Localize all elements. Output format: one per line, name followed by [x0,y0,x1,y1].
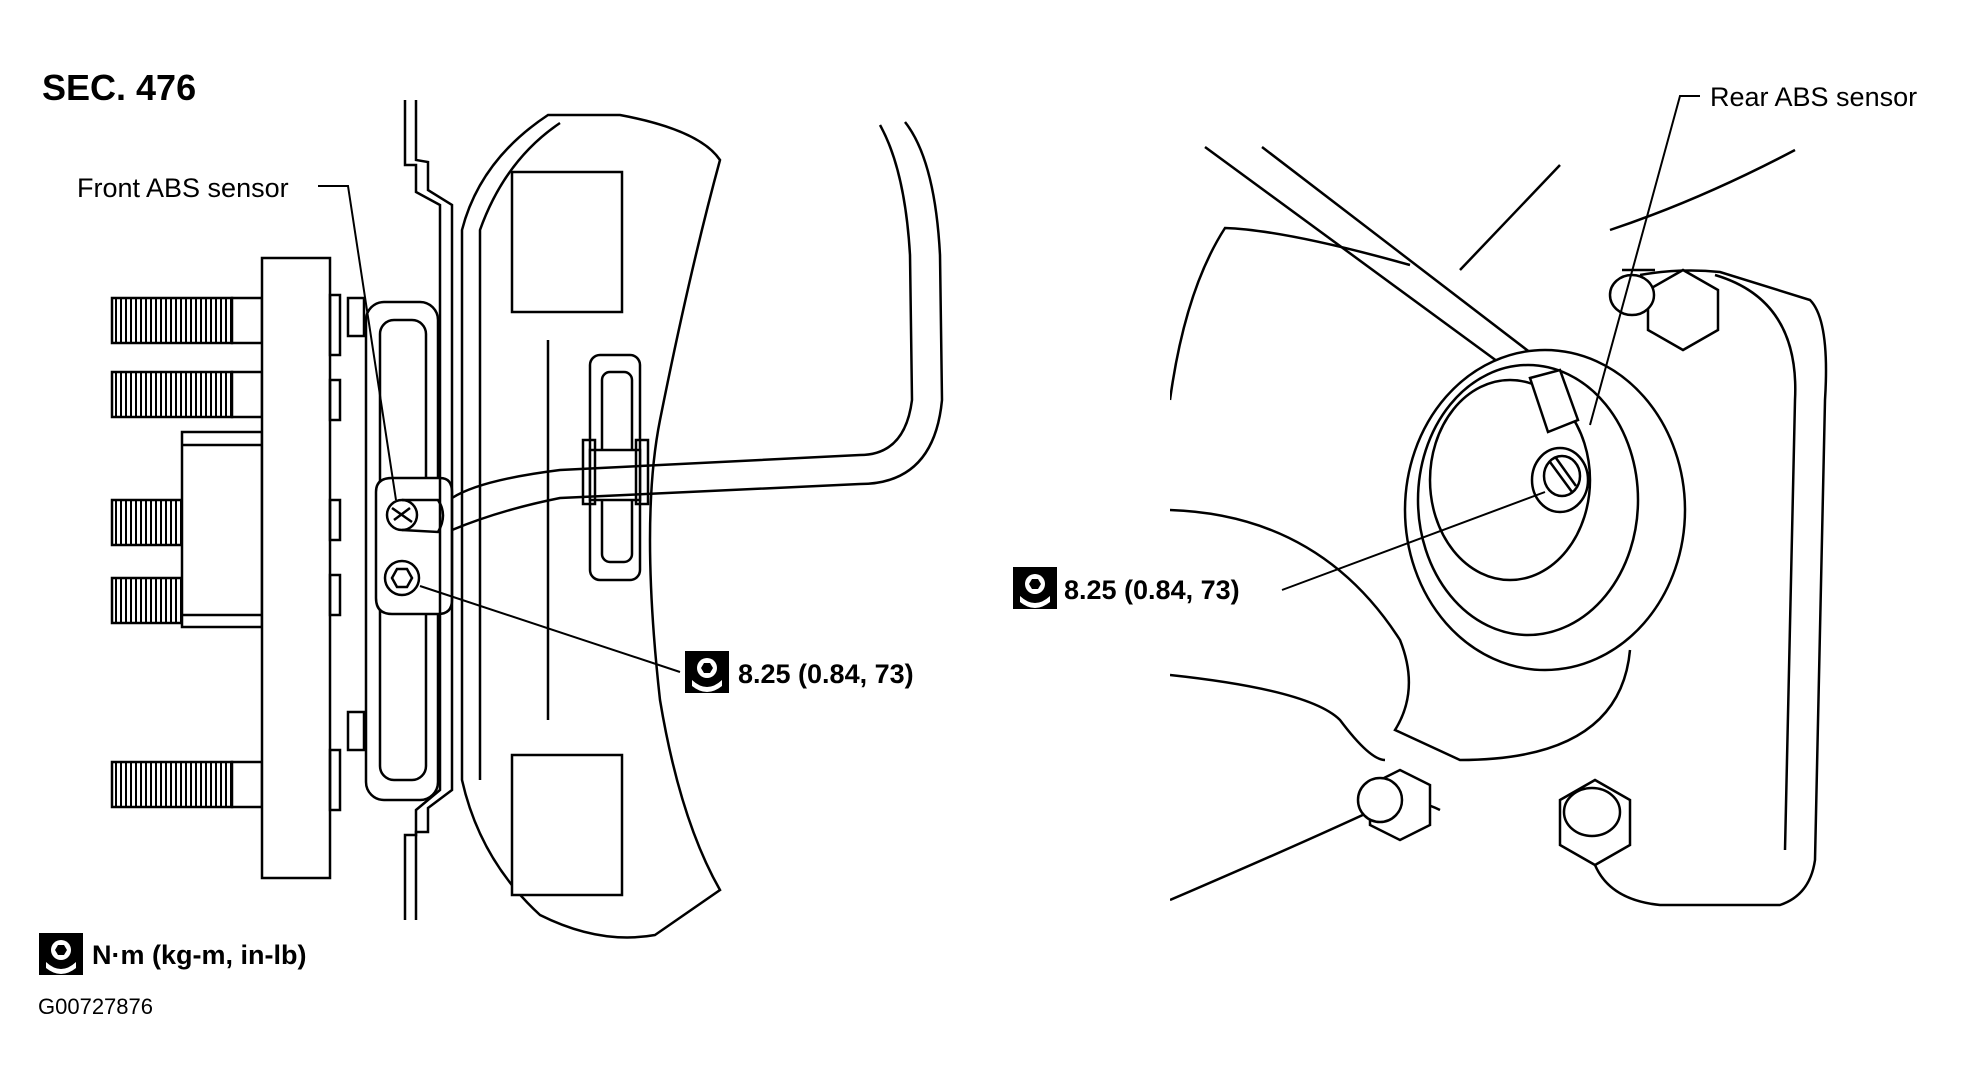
front-hub-assembly [110,100,944,939]
front-abs-sensor-label: Front ABS sensor [77,173,289,203]
wheel-stud [110,296,234,345]
rear-leaders [1281,95,1700,591]
figure-id: G00727876 [38,994,153,1019]
section-number: SEC. 476 [42,67,197,108]
sensor-bolt [383,559,421,597]
backing-plate [403,100,442,920]
wheel-stud [110,760,234,809]
torque-units-legend: N·m (kg-m, in-lb) [92,940,307,970]
hub-flange [260,256,332,880]
rear-torque-value: 8.25 (0.84, 73) [1064,575,1240,605]
front-sensor-harness [451,124,914,500]
front-leaders [318,185,681,673]
torque-wrench-icon [1013,567,1057,609]
rear-axle-assembly [1170,145,1828,907]
rear-abs-sensor [1528,368,1580,434]
wheel-stud [110,370,234,419]
torque-wrench-icon [39,933,83,975]
front-torque-value: 8.25 (0.84, 73) [738,659,914,689]
torque-wrench-icon [685,651,729,693]
harness-clip [588,448,642,502]
rear-abs-sensor-label: Rear ABS sensor [1710,82,1918,112]
mount-bolt [1646,268,1720,352]
